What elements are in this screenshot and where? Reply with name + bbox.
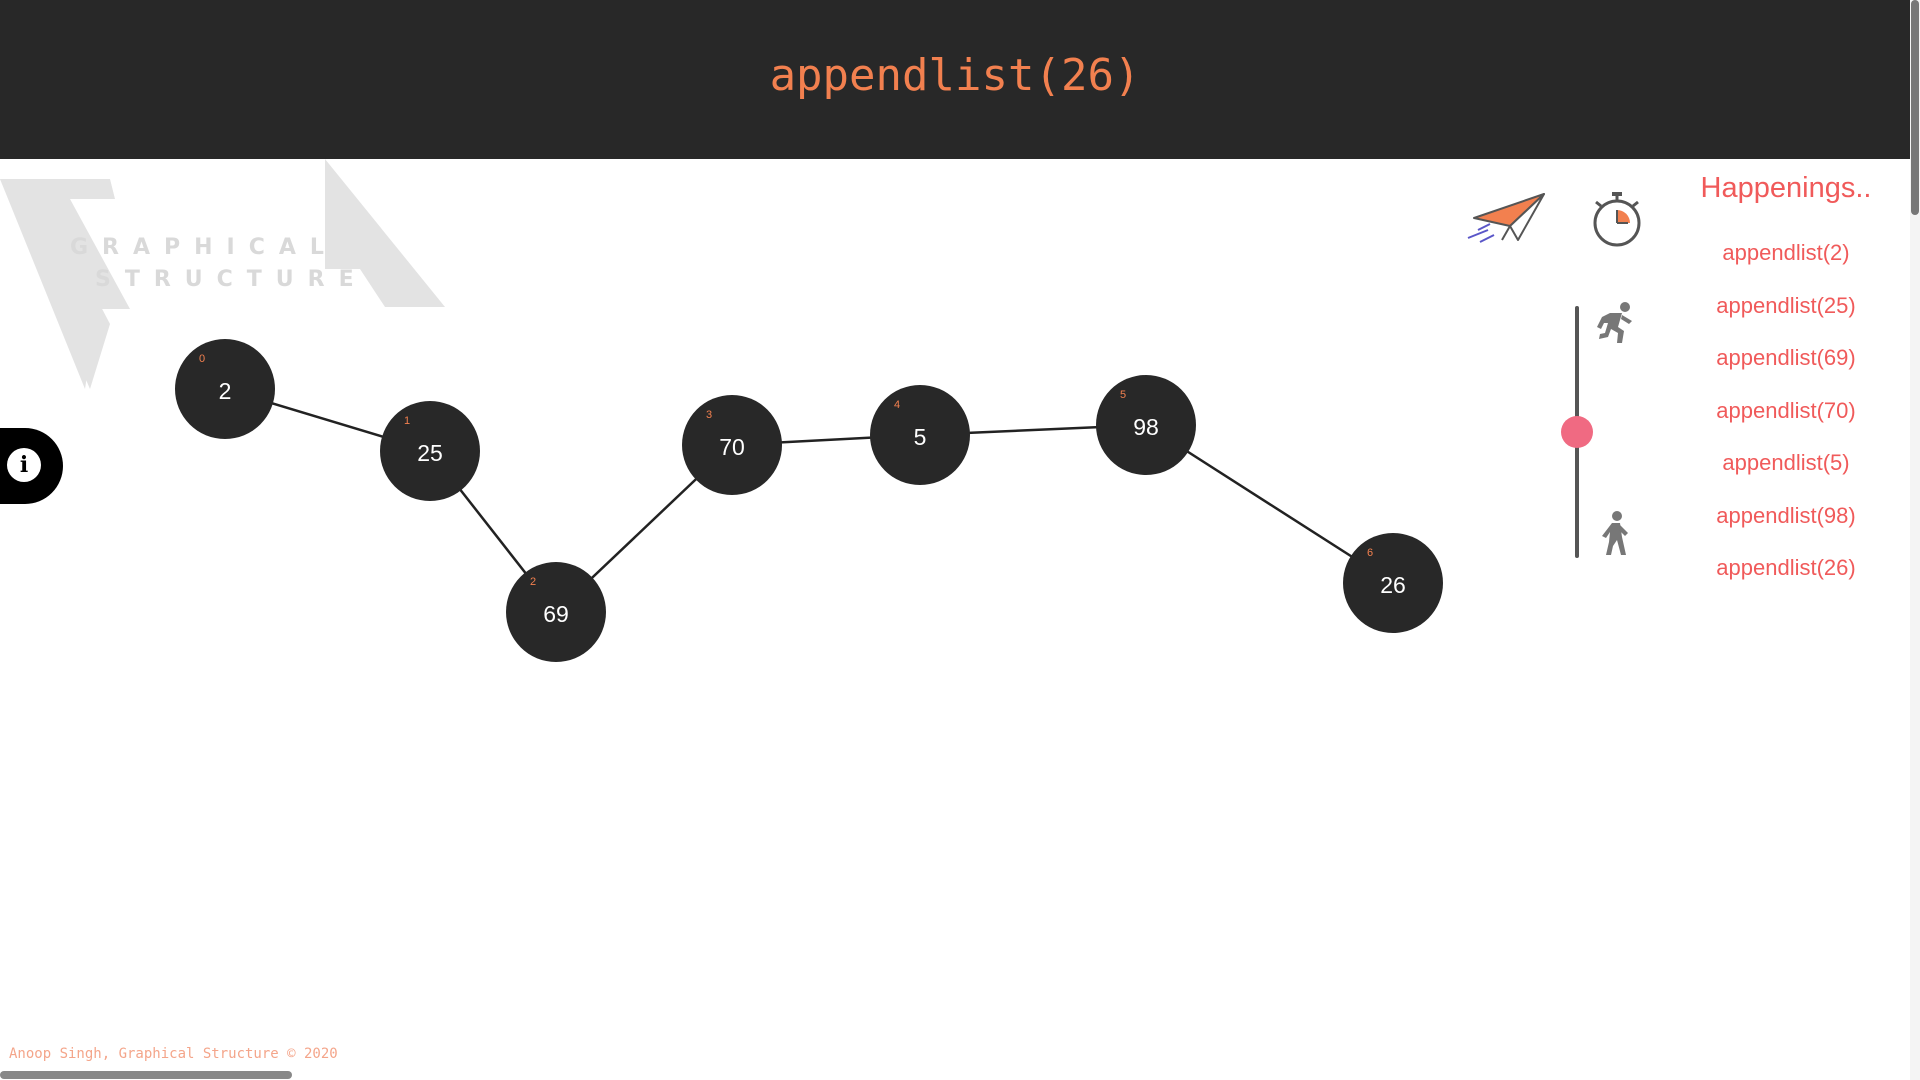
node-index: 1: [404, 415, 411, 427]
watermark-line2: STRUCTURE: [95, 267, 368, 292]
node-index: 3: [706, 409, 713, 421]
list-node[interactable]: 1 25: [380, 401, 480, 501]
happenings-item: appendlist(70): [1716, 397, 1856, 423]
node-value: 98: [1133, 414, 1159, 441]
happenings-item: appendlist(98): [1716, 502, 1856, 528]
watermark-line1: GRAPHICAL: [70, 235, 338, 260]
node-index: 5: [1120, 389, 1127, 401]
node-value: 69: [543, 601, 569, 628]
vertical-scrollbar-thumb[interactable]: [1911, 0, 1919, 215]
footer-credit: Anoop Singh, Graphical Structure © 2020: [9, 1046, 338, 1062]
node-value: 26: [1380, 572, 1406, 599]
paper-plane-icon[interactable]: [1466, 188, 1546, 248]
node-value: 25: [417, 440, 443, 467]
node-value: 70: [719, 434, 745, 461]
list-node[interactable]: 2 69: [506, 562, 606, 662]
list-node[interactable]: 5 98: [1096, 375, 1196, 475]
happenings-title: Happenings..: [1700, 172, 1872, 204]
happenings-item: appendlist(69): [1716, 345, 1856, 370]
header-bar: appendlist(26): [0, 0, 1910, 159]
stopwatch-icon[interactable]: [1590, 188, 1644, 248]
happenings-item: appendlist(25): [1716, 292, 1856, 318]
info-tab[interactable]: i: [0, 428, 63, 504]
happenings-item: appendlist(2): [1722, 240, 1850, 265]
list-node[interactable]: 3 70: [682, 395, 782, 495]
page-title: appendlist(26): [769, 50, 1141, 101]
running-person-icon: [1597, 302, 1632, 343]
node-index: 4: [894, 399, 901, 411]
happenings-item: appendlist(5): [1722, 450, 1850, 475]
walking-person-icon: [1602, 511, 1628, 555]
node-value: 5: [913, 424, 927, 451]
node-value: 2: [218, 378, 232, 405]
watermark-logo: GRAPHICAL STRUCTURE: [0, 159, 445, 389]
info-icon[interactable]: i: [7, 448, 41, 482]
node-index: 2: [530, 576, 537, 588]
speed-slider-thumb[interactable]: [1561, 416, 1593, 448]
happenings-item: appendlist(26): [1716, 555, 1856, 580]
happenings-list: appendlist(2) appendlist(25) appendlist(69…: [1690, 240, 1882, 608]
node-index: 0: [199, 353, 206, 365]
vertical-scrollbar[interactable]: [1910, 0, 1920, 1080]
horizontal-scrollbar-thumb[interactable]: [0, 1071, 292, 1079]
list-node[interactable]: 6 26: [1343, 533, 1443, 633]
node-index: 6: [1367, 547, 1374, 559]
